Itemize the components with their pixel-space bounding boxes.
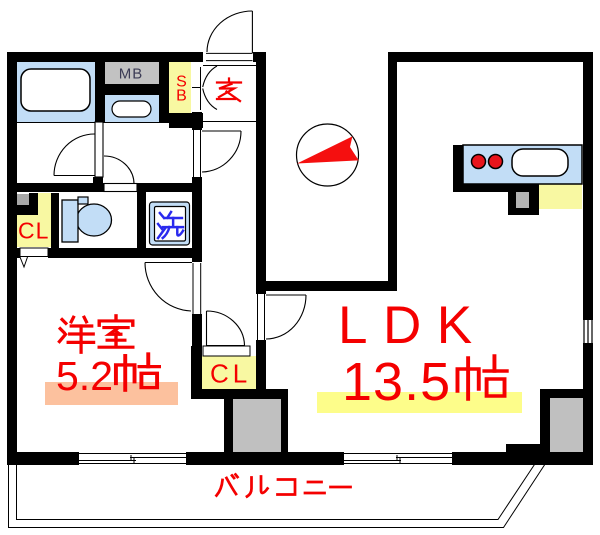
- svg-text:5.2: 5.2: [56, 353, 113, 399]
- svg-text:MB: MB: [119, 66, 144, 83]
- svg-text:S: S: [176, 74, 187, 91]
- svg-text:B: B: [176, 88, 187, 105]
- svg-text:CL: CL: [210, 359, 251, 389]
- svg-text:CL: CL: [18, 218, 49, 244]
- svg-text:LDK: LDK: [338, 296, 488, 355]
- svg-text:13.5: 13.5: [342, 352, 451, 412]
